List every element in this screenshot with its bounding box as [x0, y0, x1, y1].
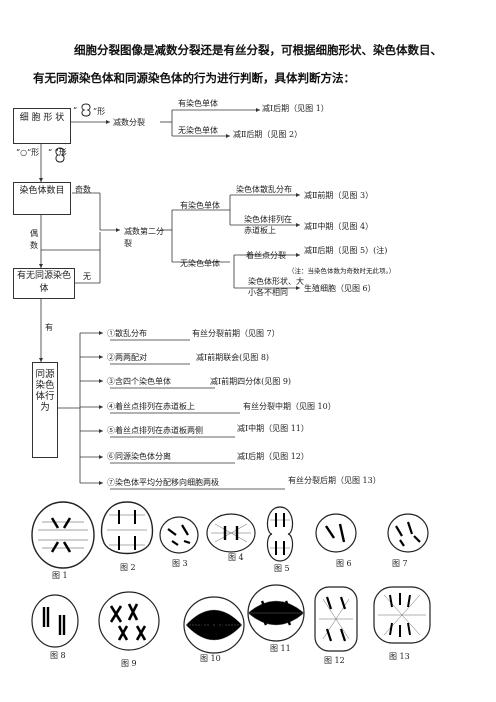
has-chromatid-label-2: 有染色单体: [180, 201, 220, 210]
meiosis2-metaphase-result: 减Ⅱ中期（见图 4）: [304, 222, 374, 231]
behavior-cond-5: ⑤着丝点排列在赤道板两侧: [107, 426, 203, 435]
meiosis-label: 减数分裂: [113, 118, 145, 127]
meiosis2-anaphase-result: 减Ⅱ后期（见图 2）: [233, 130, 303, 139]
shape-size-label: 染色体形状、大小各不相同: [248, 277, 304, 297]
behavior-result-6: 减Ⅰ后期（见图 12）: [237, 452, 309, 461]
figure-4-cell: [206, 513, 256, 553]
behavior-result-7: 有丝分裂后期（见图 13）: [288, 476, 381, 485]
figure-13-caption: 图 13: [389, 652, 410, 661]
figure-3-caption: 图 3: [172, 559, 188, 568]
behavior-cond-1: ①散乱分布: [107, 329, 147, 338]
figure-6-caption: 图 6: [336, 559, 352, 568]
germ-cell-result: 生殖细胞（见图 6）: [304, 284, 376, 293]
figure-1-caption: 图 1: [52, 571, 68, 580]
figure-11-cell: [247, 584, 305, 642]
figure-5-cell: [266, 506, 294, 562]
figure-12-caption: 图 12: [324, 656, 345, 665]
behavior-result-4: 有丝分裂中期（见图 10）: [243, 402, 336, 411]
figure-9-cell: [98, 591, 160, 651]
gourd-cell-icon: [55, 147, 65, 163]
homolog-none-label: 无: [83, 272, 91, 281]
title-line-1: 细胞分裂图像是减数分裂还是有丝分裂，可根据细胞形状、染色体数目、: [74, 43, 442, 57]
behavior-result-1: 有丝分裂前期（见图 7）: [192, 329, 280, 338]
figure-8-caption: 图 8: [50, 651, 66, 660]
odd-label: 奇数: [75, 185, 91, 194]
homolog-behavior-box: 同源染色体行为: [32, 362, 58, 458]
odd-note: （注：当染色体数为奇数时无此项。）: [288, 267, 396, 275]
has-chromatid-label: 有染色单体: [178, 99, 218, 108]
behavior-cond-2: ②两两配对: [107, 353, 147, 362]
behavior-result-2: 减Ⅰ前期联会(见图 8): [196, 353, 270, 362]
no-chromatid-label-2: 无染色单体: [180, 259, 220, 268]
figure-13-cell: [373, 586, 431, 644]
homolog-box: 有无同源染色体: [13, 268, 75, 299]
figure-1-cell: [31, 501, 95, 569]
figure-5-caption: 图 5: [274, 564, 290, 573]
cell-shape-box: 细 胞 形 状: [13, 108, 71, 144]
figure-10-caption: 图 10: [200, 654, 221, 663]
title-line-2: 有无同源染色体和同源染色体的行为进行判断，具体判断方法：: [33, 71, 355, 85]
figure-11-caption: 图 11: [270, 644, 291, 653]
meiosis2-anaphase-result-2: 减Ⅱ后期（见图 5）(注): [304, 246, 388, 255]
dumbbell-cell-icon: [81, 103, 91, 117]
homolog-has-label: 有: [45, 323, 53, 332]
behavior-cond-6: ⑥同源染色体分离: [107, 452, 171, 461]
figure-2-cell: [100, 501, 154, 555]
gourd-shape-label: “ ”形: [48, 148, 67, 157]
meiosis2-label: 减数第二分裂: [124, 227, 164, 248]
centromere-split-label: 着丝点分裂: [246, 251, 286, 260]
quote-close-shape: ”形: [93, 107, 106, 116]
figure-7-cell: [387, 513, 429, 553]
circle-shape-label: “○”形: [16, 148, 40, 157]
figure-4-caption: 图 4: [228, 553, 244, 562]
figure-12-cell: [314, 586, 358, 652]
behavior-cond-3: ③含四个染色单体: [107, 377, 171, 386]
meiosis2-prophase-result: 减Ⅱ前期（见图 3）: [304, 191, 374, 200]
figure-7-caption: 图 7: [392, 559, 408, 568]
quote-open: “: [73, 106, 78, 115]
figure-6-cell: [315, 513, 357, 553]
behavior-result-5: 减Ⅰ中期（见图 11）: [237, 424, 309, 433]
scattered-label: 染色体散乱分布: [236, 185, 292, 194]
figure-2-caption: 图 2: [120, 563, 136, 572]
figure-9-caption: 图 9: [121, 659, 137, 668]
behavior-result-3: 减Ⅰ前期四分体(见图 9): [210, 377, 292, 386]
no-chromatid-label: 无染色单体: [178, 126, 218, 135]
meiosis1-anaphase-result: 减Ⅰ后期（见图 1）: [262, 104, 329, 113]
figure-10-cell: [183, 596, 245, 654]
behavior-cond-7: ⑦染色体平均分配移向细胞两极: [107, 478, 219, 487]
behavior-cond-4: ④着丝点排列在赤道板上: [107, 402, 195, 411]
figure-8-cell: [31, 594, 79, 648]
aligned-label: 染色体排列在赤道板上: [244, 215, 292, 235]
figure-3-cell: [159, 516, 199, 554]
chromosome-count-box: 染色体数目: [13, 182, 71, 215]
even-label: 偶数: [30, 229, 38, 250]
